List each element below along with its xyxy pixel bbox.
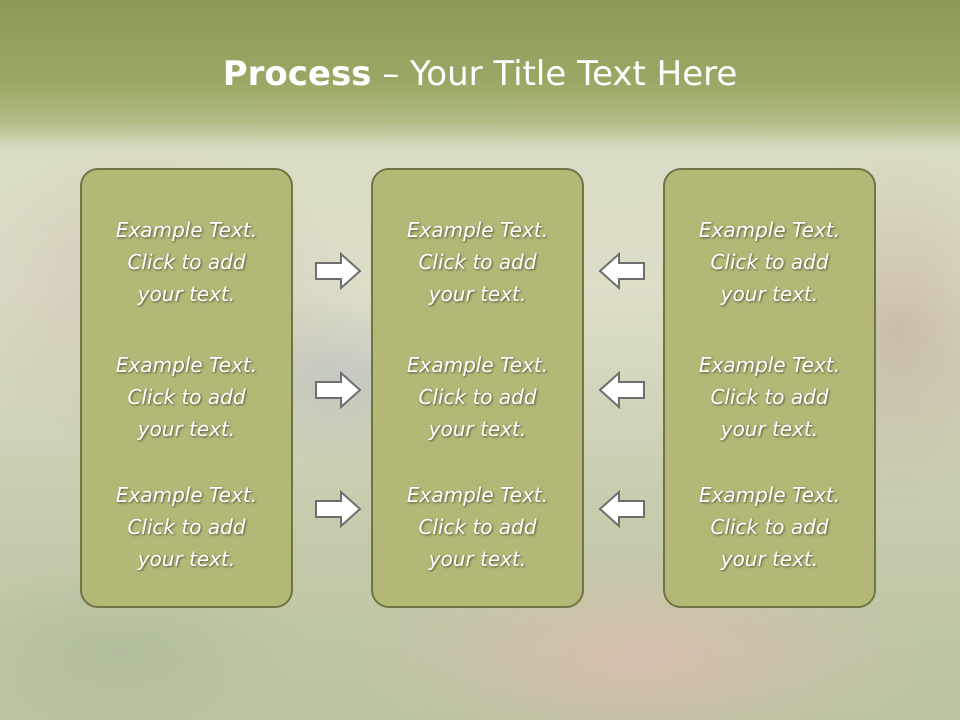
text-line: your text. — [137, 282, 236, 306]
text-line: Example Text. — [115, 218, 258, 242]
text-block[interactable]: Example Text. Click to add your text. — [373, 349, 582, 445]
text-line: your text. — [137, 547, 236, 571]
text-line: your text. — [428, 417, 527, 441]
text-line: your text. — [428, 282, 527, 306]
text-line: your text. — [720, 547, 819, 571]
text-block[interactable]: Example Text. Click to add your text. — [373, 214, 582, 310]
text-block[interactable]: Example Text. Click to add your text. — [665, 349, 874, 445]
text-line: Click to add — [710, 385, 829, 409]
right-arrow-icon — [315, 490, 362, 528]
process-box-left[interactable]: Example Text. Click to add your text. Ex… — [80, 168, 293, 608]
right-arrow-icon — [315, 371, 362, 409]
text-line: your text. — [720, 282, 819, 306]
text-line: Click to add — [127, 250, 246, 274]
left-arrow-icon — [598, 490, 645, 528]
text-block[interactable]: Example Text. Click to add your text. — [665, 214, 874, 310]
text-line: Click to add — [710, 515, 829, 539]
left-arrow-icon — [598, 371, 645, 409]
text-line: Click to add — [418, 515, 537, 539]
title-bold: Process — [222, 54, 372, 94]
process-box-middle[interactable]: Example Text. Click to add your text. Ex… — [371, 168, 584, 608]
title-bar: Process – Your Title Text Here — [0, 0, 960, 150]
text-line: Click to add — [418, 250, 537, 274]
text-line: Example Text. — [115, 353, 258, 377]
text-block[interactable]: Example Text. Click to add your text. — [82, 479, 291, 575]
text-line: Example Text. — [406, 353, 549, 377]
text-line: your text. — [137, 417, 236, 441]
text-block[interactable]: Example Text. Click to add your text. — [82, 349, 291, 445]
text-line: Click to add — [418, 385, 537, 409]
text-line: your text. — [428, 547, 527, 571]
text-block[interactable]: Example Text. Click to add your text. — [82, 214, 291, 310]
title-rest: – Your Title Text Here — [371, 54, 738, 94]
text-line: Example Text. — [698, 218, 841, 242]
text-line: your text. — [720, 417, 819, 441]
slide-title[interactable]: Process – Your Title Text Here — [0, 52, 960, 96]
text-line: Click to add — [710, 250, 829, 274]
process-box-right[interactable]: Example Text. Click to add your text. Ex… — [663, 168, 876, 608]
text-line: Example Text. — [698, 353, 841, 377]
left-arrow-icon — [598, 252, 645, 290]
text-block[interactable]: Example Text. Click to add your text. — [665, 479, 874, 575]
text-line: Example Text. — [115, 483, 258, 507]
right-arrow-icon — [315, 252, 362, 290]
text-block[interactable]: Example Text. Click to add your text. — [373, 479, 582, 575]
text-line: Click to add — [127, 515, 246, 539]
text-line: Click to add — [127, 385, 246, 409]
text-line: Example Text. — [406, 218, 549, 242]
text-line: Example Text. — [698, 483, 841, 507]
text-line: Example Text. — [406, 483, 549, 507]
